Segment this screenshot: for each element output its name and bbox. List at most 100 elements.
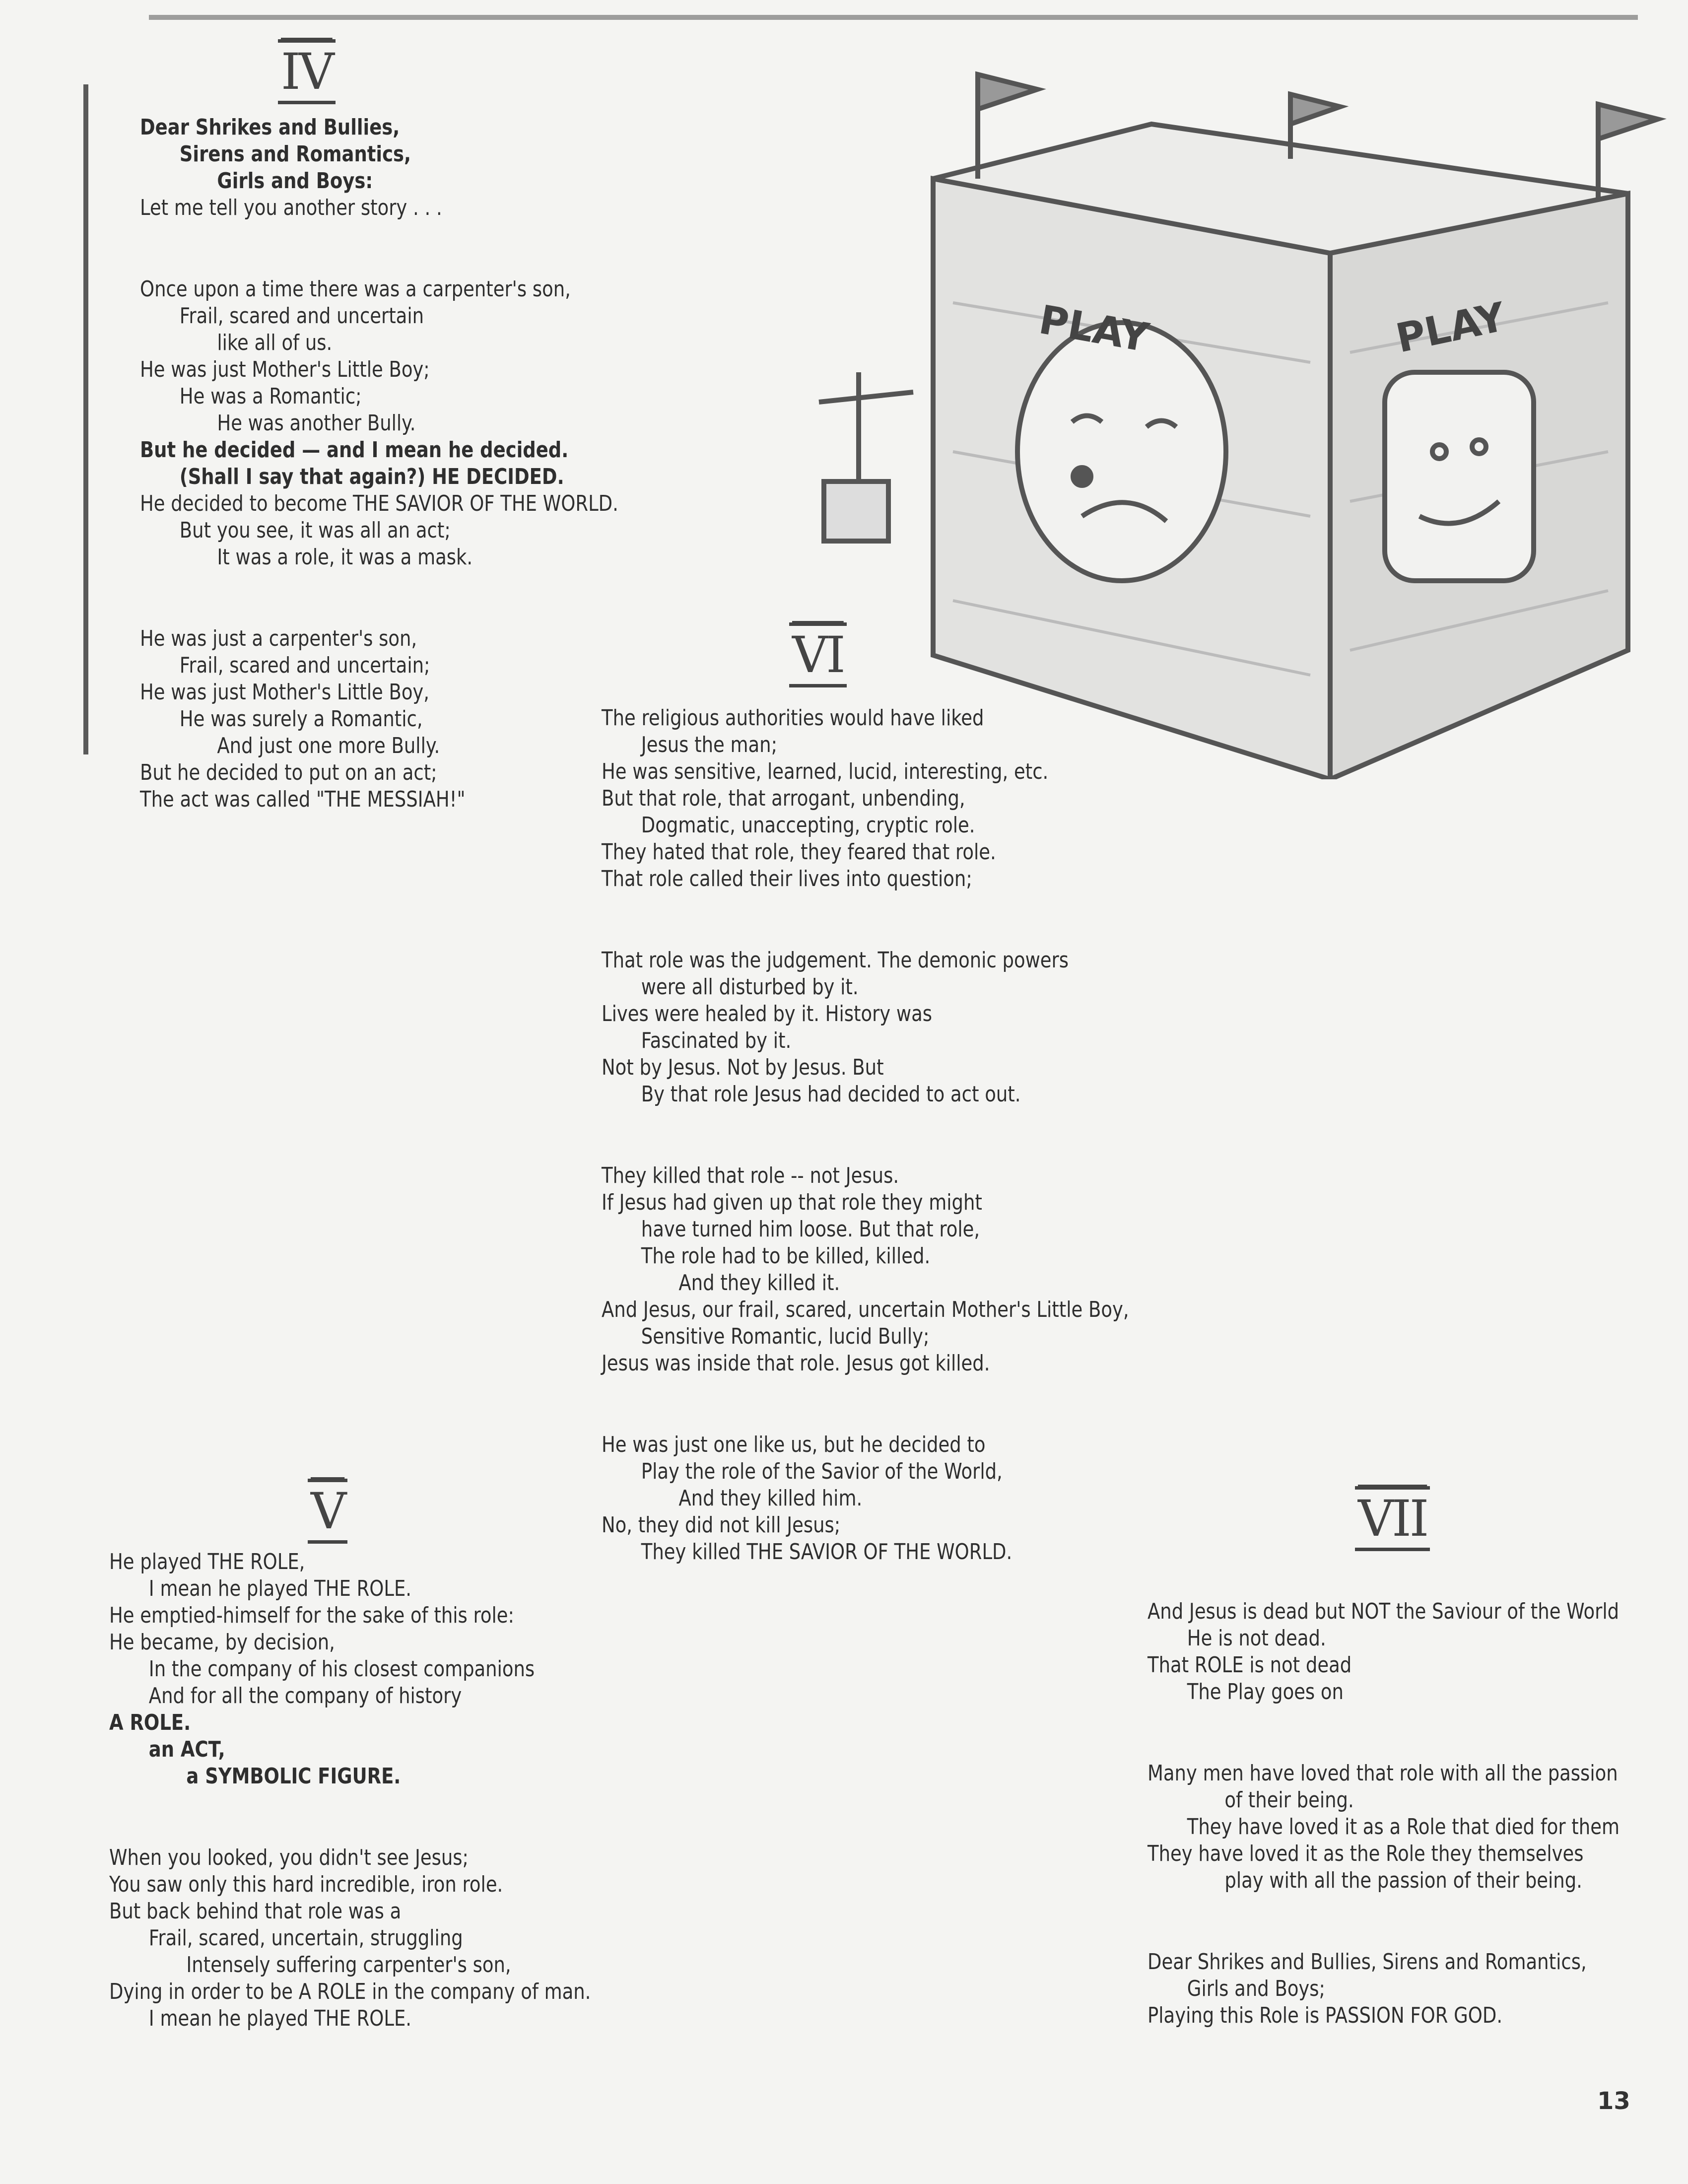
section-numeral-vii: VII [1355, 1486, 1430, 1551]
flag-right [1596, 101, 1667, 142]
poem-line: He played THE ROLE, [109, 1549, 305, 1574]
poem-line: And Jesus, our frail, scared, uncertain … [602, 1297, 1129, 1322]
poem-line: He was a Romantic; [179, 384, 362, 409]
poem-line: And they killed him. [678, 1486, 863, 1511]
poem-line: I mean he played THE ROLE. [148, 2006, 412, 2031]
stanza: When you looked, you didn't see Jesus;Yo… [109, 1844, 591, 2032]
poem-line: He was another Bully. [217, 410, 416, 436]
play-box-illustration: PLAY PLAY [818, 71, 1667, 779]
poem-section-v: He played THE ROLE,I mean he played THE … [109, 1549, 591, 2087]
poem-line: He decided to become THE SAVIOR OF THE W… [140, 491, 618, 516]
poem-line: He was just a carpenter's son, [140, 626, 417, 651]
poem-line: have turned him loose. But that role, [641, 1217, 980, 1242]
poem-line: But back behind that role was a [109, 1899, 402, 1924]
stanza: They killed that role -- not Jesus.If Je… [602, 1162, 1129, 1377]
poem-line: Fascinated by it. [641, 1028, 792, 1053]
poem-line: But you see, it was all an act; [179, 518, 451, 543]
poem-line: In the company of his closest companions [148, 1656, 535, 1682]
stanza: That role was the judgement. The demonic… [602, 947, 1129, 1108]
poem-line: He was just Mother's Little Boy, [140, 680, 430, 705]
poem-line: And Jesus is dead but NOT the Saviour of… [1148, 1599, 1620, 1624]
poem-line: Frail, scared and uncertain [179, 303, 424, 329]
stanza: The religious authorities would have lik… [602, 705, 1129, 892]
poem-line: He was just Mother's Little Boy; [140, 357, 430, 382]
poem-line: He became, by decision, [109, 1630, 335, 1655]
section-numeral-v: V [308, 1479, 348, 1544]
poem-line: Girls and Boys: [217, 168, 373, 194]
poem-line: Jesus was inside that role. Jesus got ki… [602, 1351, 990, 1376]
poem-line: That ROLE is not dead [1148, 1652, 1352, 1678]
stanza: He was just one like us, but he decided … [602, 1432, 1129, 1566]
poem-line: That role was the judgement. The demonic… [602, 948, 1069, 973]
poem-line: Lives were healed by it. History was [602, 1001, 933, 1026]
poem-line: The Play goes on [1187, 1679, 1344, 1705]
poem-line: He was just one like us, but he decided … [602, 1432, 986, 1457]
poem-line: A ROLE. [109, 1710, 191, 1735]
poem-line: But that role, that arrogant, unbending, [602, 786, 965, 811]
poem-line: And for all the company of history [148, 1683, 462, 1708]
poem-line: Dying in order to be A ROLE in the compa… [109, 1979, 591, 2004]
poem-line: They killed THE SAVIOR OF THE WORLD. [641, 1539, 1013, 1565]
poem-line: The role had to be killed, killed. [641, 1243, 931, 1269]
stanza: Dear Shrikes and Bullies, Sirens and Rom… [1148, 1949, 1620, 2029]
left-margin-rule [83, 84, 88, 754]
poem-line: Girls and Boys; [1187, 1976, 1326, 2001]
section-numeral-iv: IV [278, 39, 336, 104]
box-top-face [932, 121, 1628, 256]
poem-line: They hated that role, they feared that r… [602, 839, 996, 865]
poem-section-vi: The religious authorities would have lik… [602, 705, 1129, 1620]
poem-line: The religious authorities would have lik… [602, 705, 984, 731]
page-number: 13 [1597, 2087, 1630, 2115]
poem-line: an ACT, [148, 1737, 225, 1762]
section-numeral-vi: VI [789, 622, 847, 687]
poem-line: Sensitive Romantic, lucid Bully; [641, 1324, 930, 1349]
stanza: Dear Shrikes and Bullies,Sirens and Roma… [140, 114, 618, 221]
poem-line: You saw only this hard incredible, iron … [109, 1872, 503, 1897]
poem-line: He emptied-himself for the sake of this … [109, 1603, 514, 1628]
flag-left [975, 71, 1046, 113]
poem-line: play with all the passion of their being… [1224, 1868, 1582, 1893]
sad-mask [1015, 320, 1228, 583]
flag-middle [1288, 91, 1349, 128]
poem-line: But he decided — and I mean he decided. [140, 437, 569, 463]
poem-line: He was surely a Romantic, [179, 706, 423, 732]
poem-line: I mean he played THE ROLE. [148, 1576, 412, 1601]
poem-line: Frail, scared and uncertain; [179, 653, 430, 678]
poem-line: Playing this Role is PASSION FOR GOD. [1148, 2003, 1503, 2028]
stanza: He was just a carpenter's son,Frail, sca… [140, 625, 618, 813]
stanza: Many men have loved that role with all t… [1148, 1760, 1620, 1894]
poem-line: a SYMBOLIC FIGURE. [186, 1764, 401, 1789]
poem-line: When you looked, you didn't see Jesus; [109, 1845, 469, 1870]
poem-line: Once upon a time there was a carpenter's… [140, 276, 571, 302]
poem-line: He was sensitive, learned, lucid, intere… [602, 759, 1049, 784]
stanza: And Jesus is dead but NOT the Saviour of… [1148, 1598, 1620, 1706]
top-rule [149, 15, 1638, 20]
poem-line: And just one more Bully. [217, 733, 440, 758]
poem-line: Frail, scared, uncertain, struggling [148, 1925, 463, 1951]
happy-mask [1382, 370, 1536, 583]
poem-line: The act was called "THE MESSIAH!" [140, 787, 466, 812]
poem-line: were all disturbed by it. [641, 974, 859, 1000]
poem-line: No, they did not kill Jesus; [602, 1512, 841, 1538]
poem-line: of their being. [1224, 1787, 1354, 1813]
poem-line: He is not dead. [1187, 1626, 1326, 1651]
poem-line: If Jesus had given up that role they mig… [602, 1190, 982, 1215]
poem-line: But he decided to put on an act; [140, 760, 437, 785]
poem-line: Not by Jesus. Not by Jesus. But [602, 1055, 884, 1080]
poem-line: Intensely suffering carpenter's son, [186, 1952, 511, 1978]
poem-line: like all of us. [217, 330, 333, 355]
poem-line: And they killed it. [678, 1270, 840, 1296]
poem-line: By that role Jesus had decided to act ou… [641, 1082, 1021, 1107]
poem-line: They killed that role -- not Jesus. [602, 1163, 899, 1188]
poem-line: Dear Shrikes and Bullies, [140, 115, 400, 140]
poem-section-vii: And Jesus is dead but NOT the Saviour of… [1148, 1598, 1620, 2084]
poem-line: Many men have loved that role with all t… [1148, 1761, 1618, 1786]
poem-section-iv: Dear Shrikes and Bullies,Sirens and Roma… [140, 114, 618, 868]
poem-line: Jesus the man; [641, 732, 778, 757]
poem-line: Dear Shrikes and Bullies, Sirens and Rom… [1148, 1949, 1587, 1975]
stanza: Once upon a time there was a carpenter's… [140, 276, 618, 571]
poem-line: It was a role, it was a mask. [217, 545, 473, 570]
poem-line: Play the role of the Savior of the World… [641, 1459, 1003, 1484]
poem-line: They have loved it as a Role that died f… [1187, 1814, 1620, 1840]
